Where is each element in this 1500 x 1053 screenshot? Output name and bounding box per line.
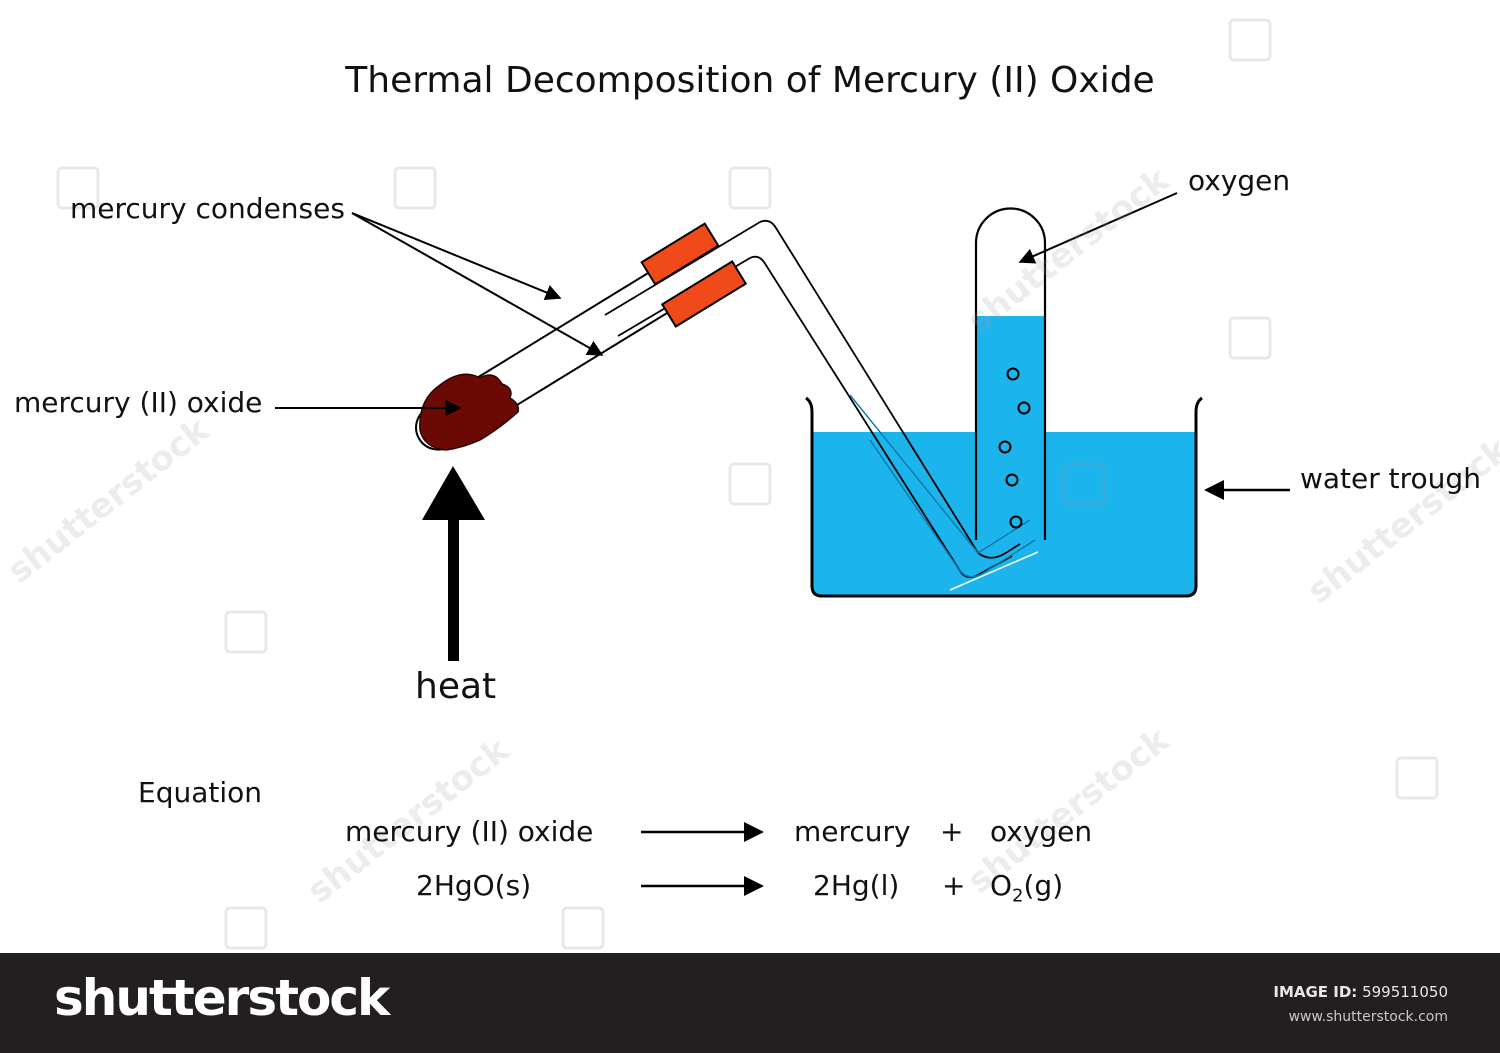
- pointer-condenses-2: [351, 212, 604, 356]
- delivery-tube-outer: [604, 219, 1021, 559]
- footer-bar: shutterstock IMAGE ID: 599511050 www.shu…: [0, 953, 1500, 1053]
- oxygen-state: (g): [1023, 869, 1064, 902]
- heat-arrow: [422, 466, 485, 661]
- image-id-value: 599511050: [1362, 983, 1448, 1001]
- image-id-label: IMAGE ID:: [1273, 983, 1358, 1001]
- gas-jar: [974, 207, 1047, 540]
- label-heat: heat: [415, 666, 497, 707]
- mercury-oxide-solid: [419, 373, 520, 451]
- delivery-tube-bottom: [949, 551, 1039, 591]
- oxygen-subscript: 2: [1012, 885, 1024, 907]
- label-mercury-oxide: mercury (II) oxide: [14, 386, 263, 419]
- image-id: IMAGE ID: 599511050: [1273, 983, 1448, 1001]
- word-eq-product2: oxygen: [990, 815, 1093, 848]
- water-trough-vessel: [805, 396, 1203, 598]
- word-eq-plus: +: [940, 815, 964, 848]
- gas-jar-water: [976, 316, 1045, 540]
- diagram-title: Thermal Decomposition of Mercury (II) Ox…: [345, 60, 1155, 101]
- site-url: www.shutterstock.com: [1288, 1009, 1448, 1025]
- word-eq-reactant: mercury (II) oxide: [345, 815, 594, 848]
- label-mercury-condenses: mercury condenses: [70, 192, 345, 225]
- label-water-trough: water trough: [1300, 462, 1481, 495]
- apparatus-drawing: [56, 18, 1439, 950]
- bubble: [1006, 367, 1020, 381]
- symbol-eq-plus: +: [942, 869, 966, 902]
- symbol-eq-product1: 2Hg(l): [813, 869, 900, 902]
- symbol-eq-product2: O2(g): [990, 869, 1063, 907]
- oxygen-formula: O: [990, 869, 1013, 902]
- bubble: [1009, 515, 1023, 529]
- pointer-oxygen: [1018, 192, 1178, 264]
- stopper-bottom: [660, 260, 748, 328]
- watermark-icons: [56, 18, 1439, 950]
- bubble: [1017, 401, 1031, 415]
- equation-heading: Equation: [138, 776, 263, 809]
- delivery-tube-outer-submerged: [849, 394, 1031, 554]
- shutterstock-logo: shutterstock: [54, 969, 390, 1027]
- symbol-eq-reactant: 2HgO(s): [416, 869, 532, 902]
- bubble: [1005, 473, 1019, 487]
- oxygen-bubbles: [998, 367, 1031, 529]
- pointer-condenses-1: [351, 212, 562, 300]
- label-oxygen: oxygen: [1188, 164, 1291, 197]
- bubble: [998, 440, 1012, 454]
- delivery-tube-inner-submerged: [869, 439, 1036, 578]
- word-eq-product1: mercury: [794, 815, 911, 848]
- stopper-top: [640, 222, 720, 286]
